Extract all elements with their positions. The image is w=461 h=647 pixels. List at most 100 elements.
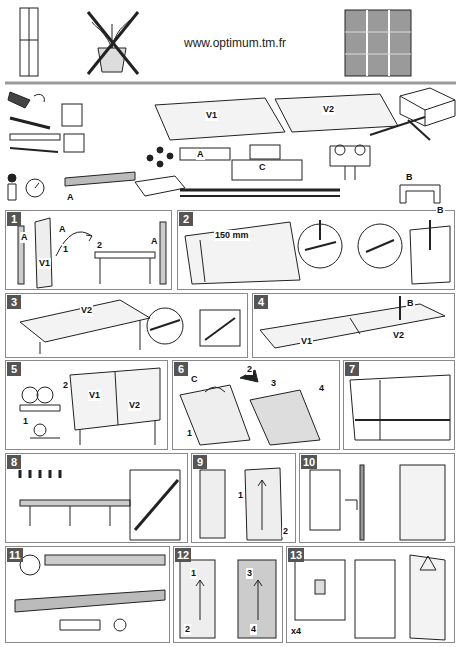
step-panel: 1 (5, 210, 172, 290)
line-art (410, 555, 445, 640)
step-number: 11 (7, 548, 23, 562)
line-art (29, 8, 30, 76)
part-label: A (150, 236, 159, 247)
line-art (157, 161, 163, 167)
part-label: 150 mm (214, 230, 250, 241)
line-art (157, 147, 163, 153)
line-art (250, 145, 280, 159)
part-label: A (196, 149, 205, 160)
part-label: 3 (270, 378, 277, 389)
line-art (399, 296, 401, 320)
line-art (205, 318, 235, 340)
line-art (345, 500, 357, 510)
step-number: 2 (179, 212, 193, 226)
line-art (408, 120, 430, 140)
step-number: 13 (288, 548, 304, 562)
line-art (60, 620, 100, 630)
line-art (420, 556, 436, 570)
part-label: 3 (246, 568, 253, 579)
line-art (5, 82, 456, 85)
part-label: 2 (96, 240, 103, 251)
step-number: 5 (7, 362, 21, 376)
line-art (20, 500, 130, 506)
line-art (429, 220, 431, 250)
line-art (200, 470, 225, 538)
part-label: 2 (246, 364, 253, 375)
line-art (355, 145, 365, 155)
line-art (355, 419, 450, 421)
part-label: V1 (38, 258, 51, 269)
line-art (366, 240, 394, 252)
line-art (22, 387, 38, 403)
line-art (258, 480, 266, 530)
step-panel: 5 (5, 360, 168, 450)
line-art (10, 118, 50, 128)
line-art (26, 179, 44, 197)
line-art (65, 172, 135, 186)
part-label: C (258, 162, 267, 173)
line-art (20, 470, 60, 478)
line-art (355, 560, 395, 638)
line-art (150, 320, 180, 330)
line-art (100, 258, 150, 284)
line-art (8, 174, 16, 182)
step-number: 10 (301, 455, 317, 469)
part-label: C (190, 374, 199, 385)
line-art (196, 580, 204, 620)
line-art (80, 420, 155, 445)
part-label: A (20, 232, 29, 243)
part-label: B (436, 205, 445, 216)
step-number: 1 (7, 212, 21, 226)
line-art (35, 218, 52, 288)
step-panel: 11 (5, 546, 170, 643)
line-art (147, 308, 183, 344)
line-art (400, 185, 440, 203)
line-art (8, 184, 16, 200)
line-art (358, 224, 402, 268)
line-art (30, 506, 110, 526)
line-art (370, 117, 425, 135)
line-art (250, 390, 320, 445)
line-art (295, 560, 345, 620)
line-art (167, 153, 173, 159)
line-art (135, 176, 185, 196)
line-art (200, 310, 240, 346)
line-art (245, 468, 282, 540)
part-label: B (405, 172, 414, 183)
step-number: 9 (193, 455, 207, 469)
line-art (180, 189, 340, 192)
line-art (400, 465, 445, 540)
line-art (30, 438, 60, 439)
line-art (305, 242, 336, 250)
part-label: 2 (62, 380, 69, 391)
part-label: V2 (392, 330, 405, 341)
line-art (10, 148, 58, 152)
step-panel: 4 (252, 293, 455, 358)
line-art (130, 470, 180, 540)
line-art (232, 160, 302, 180)
line-art (345, 54, 411, 55)
part-label: B (406, 298, 415, 309)
line-art (114, 619, 126, 631)
line-art (20, 40, 38, 41)
line-art (350, 318, 360, 334)
line-art (185, 222, 300, 284)
line-art (95, 252, 155, 258)
step-panel: 3 (5, 293, 248, 358)
step-number: 7 (345, 362, 359, 376)
part-label: V2 (128, 400, 141, 411)
part-label: 1 (186, 428, 193, 439)
part-label: 1 (22, 416, 29, 427)
line-art (20, 300, 150, 342)
step-number: 8 (7, 455, 21, 469)
step-panel: 2 (177, 210, 455, 290)
line-art (180, 385, 250, 445)
step-panel: 13 (286, 546, 455, 643)
title-url: www.optimum.tm.fr (150, 36, 320, 50)
line-art (366, 10, 368, 76)
part-label: 1 (237, 490, 244, 501)
line-art (275, 94, 398, 132)
line-art (360, 465, 364, 540)
line-art (315, 580, 325, 594)
